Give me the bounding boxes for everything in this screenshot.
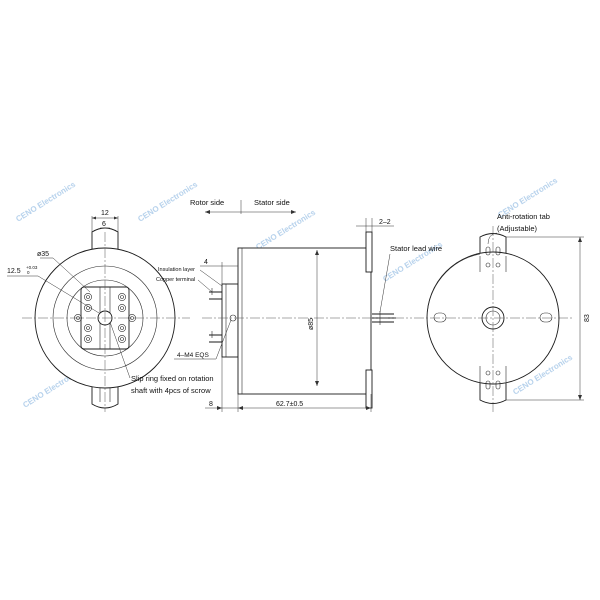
rotor-end <box>221 283 239 358</box>
anti-rotation-tab-label-1: Anti-rotation tab <box>497 212 550 221</box>
right-slot <box>539 312 553 323</box>
stator-face-view: 83 Anti-rotation tab (Adjustable) <box>414 212 591 412</box>
side-view: Rotor side Stator side <box>131 198 442 412</box>
dim-tab-width: 12 <box>101 210 109 217</box>
dim-body-diameter: ø85 <box>308 318 315 330</box>
dim-shaft-tol-lower: 0 <box>27 270 30 275</box>
left-slot <box>433 312 447 323</box>
dim-insulation: 4 <box>204 259 208 266</box>
rotor-face-view: 12 6 ø35 12.5 +0.03 0 <box>7 210 190 412</box>
slip-ring-fixed-line1: Slip ring fixed on rotation <box>131 374 214 383</box>
dim-shaft-tol-upper: +0.03 <box>26 265 38 270</box>
dim-bore-diameter: ø35 <box>37 251 49 258</box>
dim-body-length: 62.7±0.5 <box>276 401 303 408</box>
dim-shaft-diameter: 12.5 <box>7 268 21 275</box>
stator-body <box>237 247 372 395</box>
watermark-1: CENO Electronics <box>14 179 77 223</box>
rotor-pins <box>209 288 222 343</box>
copper-terminal-label: Copper terminal <box>156 277 195 283</box>
stator-side-label: Stator side <box>254 198 290 207</box>
stator-lead-wire-label: Stator lead wire <box>390 244 442 253</box>
dim-flange-thickness: 2–2 <box>379 219 391 226</box>
dim-slot-width: 6 <box>102 221 106 228</box>
rotor-side-label: Rotor side <box>190 198 224 207</box>
slip-ring-fixed-line2: shaft with 4pcs of scrow <box>131 386 211 395</box>
insulation-layer-label: Insulation layer <box>158 267 195 273</box>
anti-rotation-tab-label-2: (Adjustable) <box>497 224 538 233</box>
dim-flange-offset: 8 <box>209 401 213 408</box>
dim-overall-height: 83 <box>584 314 591 322</box>
watermark-3: CENO Electronics <box>254 207 317 251</box>
mounting-holes-label: 4–M4 EQS <box>177 352 209 359</box>
tab-slots <box>485 246 501 390</box>
stator-flange <box>365 231 373 273</box>
